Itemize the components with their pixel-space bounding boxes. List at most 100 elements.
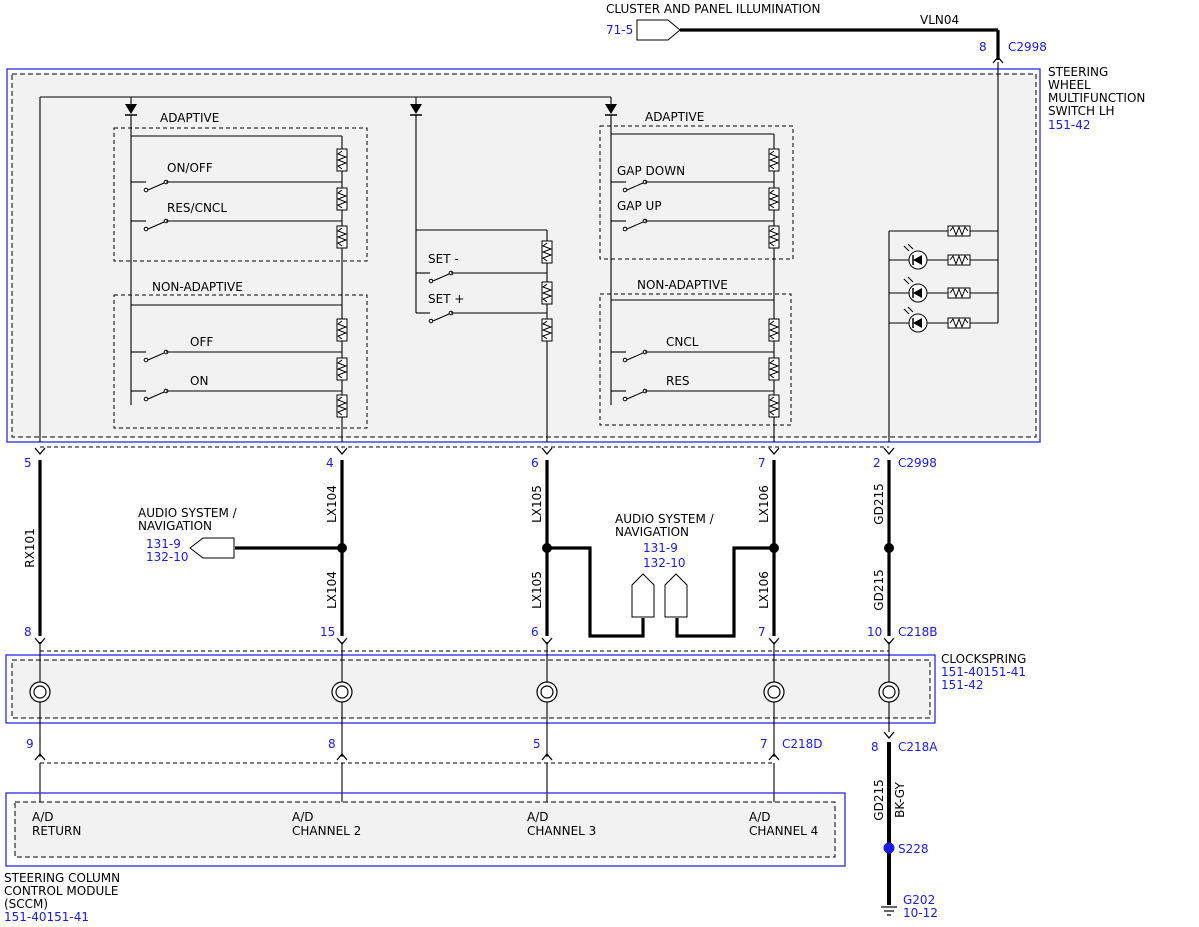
sccm-input-label: A/D	[292, 810, 314, 824]
splice-s228-label[interactable]: S228	[898, 842, 929, 856]
switch-res-label: RES	[666, 374, 690, 388]
adaptive-left-group	[113, 127, 368, 262]
pin-label: 15	[320, 625, 335, 639]
ground-ref-link[interactable]: 10-12	[903, 906, 938, 920]
switch-gap-up-label: GAP UP	[617, 199, 662, 213]
pin-label: 5	[24, 456, 32, 470]
adaptive-right-group	[599, 125, 794, 260]
harness-wires: RX101 LX104 LX104 LX105 LX105 LX106 LX10…	[23, 460, 894, 638]
clockspring: CLOCKSPRING 151-40151-41 151-42	[5, 642, 1026, 757]
wire-lx105-label: LX105	[530, 485, 544, 523]
resistor-icon	[336, 318, 348, 342]
resistor-icon	[541, 281, 553, 305]
pin-arrow-icon	[768, 447, 780, 455]
resistor-icon	[336, 394, 348, 418]
pin-label: 8	[871, 740, 879, 754]
connector-c218d-link[interactable]: C218D	[782, 737, 823, 751]
clockspring-contact-icon	[331, 681, 353, 703]
pin-arrow-icon	[34, 447, 46, 455]
pin-label: 5	[533, 737, 541, 751]
swm-name-line-1: STEERING	[1048, 65, 1108, 79]
resistor-icon	[768, 394, 780, 418]
adaptive-right-label: ADAPTIVE	[645, 110, 704, 124]
splice-s228-dot[interactable]	[883, 842, 895, 854]
clockspring-ref-link[interactable]: 151-42	[941, 678, 984, 692]
resistor-icon	[947, 254, 971, 266]
audio-right-label-1: AUDIO SYSTEM /	[615, 512, 715, 526]
audio-left-ref-2[interactable]: 132-10	[146, 550, 189, 564]
sccm-input-label: A/D	[32, 810, 54, 824]
ground-path: GD215 BK-GY S228 G202 10-12	[872, 742, 938, 920]
steering-wheel-switch-module: STEERING WHEEL MULTIFUNCTION SWITCH LH 1…	[6, 62, 1145, 443]
pin-label: 8	[328, 737, 336, 751]
switch-res-cncl-label: RES/CNCL	[167, 201, 227, 215]
clockspring-contact-icon	[878, 681, 900, 703]
sccm-outline	[5, 792, 846, 867]
non-adaptive-left-group	[113, 294, 368, 429]
non-adaptive-left-label: NON-ADAPTIVE	[152, 280, 243, 294]
resistor-icon	[947, 225, 971, 237]
wire-gd215-label: GD215	[872, 483, 886, 524]
top-pin-label: 8	[979, 40, 987, 54]
wire-lx105-label: LX105	[530, 571, 544, 609]
ground-g202-link[interactable]: G202	[903, 893, 935, 907]
connector-c2998-link[interactable]: C2998	[898, 456, 937, 470]
clockspring-contact-icon	[763, 681, 785, 703]
swm-output-pins: 5 4 6 7 2 C2998	[24, 446, 937, 470]
resistor-icon	[336, 357, 348, 381]
illumination-leds	[888, 62, 999, 442]
top-source-label: CLUSTER AND PANEL ILLUMINATION	[606, 2, 820, 16]
clockspring-outline	[5, 654, 936, 724]
swm-name-line-2: WHEEL	[1048, 78, 1091, 92]
connector-flag-icon	[664, 573, 688, 618]
sccm-input-label: CHANNEL 2	[292, 824, 361, 838]
switch-on-off-label: ON/OFF	[167, 161, 213, 175]
wire-gd215-label: GD215	[872, 779, 886, 820]
pin-label: 8	[24, 625, 32, 639]
audio-left-label-2: NAVIGATION	[138, 519, 212, 533]
pin-label: 6	[531, 625, 539, 639]
sccm-ref-link[interactable]: 151-40151-41	[4, 910, 89, 924]
sccm-input-label: A/D	[749, 810, 771, 824]
swm-name-line-3: MULTIFUNCTION	[1048, 91, 1145, 105]
audio-right-label-2: NAVIGATION	[615, 525, 689, 539]
connector-flag-icon	[636, 19, 681, 41]
clockspring-name: CLOCKSPRING	[941, 652, 1026, 666]
swm-ref-link[interactable]: 151-42	[1048, 118, 1091, 132]
sccm-name-line-3: (SCCM)	[4, 897, 48, 911]
audio-right-ref-2[interactable]: 132-10	[643, 556, 686, 570]
resistor-icon	[336, 225, 348, 249]
resistor-icon	[768, 187, 780, 211]
audio-left-label-1: AUDIO SYSTEM /	[138, 506, 238, 520]
swm-name-line-4: SWITCH LH	[1048, 104, 1115, 118]
pin-arrow-icon	[883, 447, 895, 455]
pin-label: 10	[867, 625, 882, 639]
wire-gd215-label: GD215	[872, 569, 886, 610]
audio-right-ref-1[interactable]: 131-9	[643, 541, 678, 555]
audio-left-ref-1[interactable]: 131-9	[146, 537, 181, 551]
pin-arrow-icon	[541, 447, 553, 455]
resistor-icon	[947, 287, 971, 299]
pin-label: 4	[326, 456, 334, 470]
sccm-body	[14, 801, 836, 858]
sccm-input-label: CHANNEL 4	[749, 824, 818, 838]
clockspring-contact-icon	[29, 681, 51, 703]
wire-lx106-label: LX106	[757, 571, 771, 609]
resistor-icon	[768, 318, 780, 342]
audio-system-right: AUDIO SYSTEM / NAVIGATION 131-9 132-10	[615, 512, 715, 618]
resistor-icon	[541, 240, 553, 264]
switch-on-label: ON	[190, 374, 208, 388]
top-source-ref[interactable]: 71-5	[606, 23, 633, 37]
resistor-icon	[336, 148, 348, 172]
clockspring-output-pins: 9 8 5 7 C218D 8 C218A	[26, 731, 938, 764]
swm-outline	[6, 68, 1041, 443]
connector-c218a-link[interactable]: C218A	[898, 740, 938, 754]
top-connector-label[interactable]: C2998	[1008, 40, 1047, 54]
resistor-icon	[947, 317, 971, 329]
swm-body	[11, 73, 1037, 438]
wire-rx101-label: RX101	[23, 528, 37, 567]
clockspring-ref-link[interactable]: 151-40151-41	[941, 665, 1026, 679]
connector-c218b-link[interactable]: C218B	[898, 625, 938, 639]
pin-label: 9	[26, 737, 34, 751]
pin-arrow-icon	[883, 731, 895, 739]
